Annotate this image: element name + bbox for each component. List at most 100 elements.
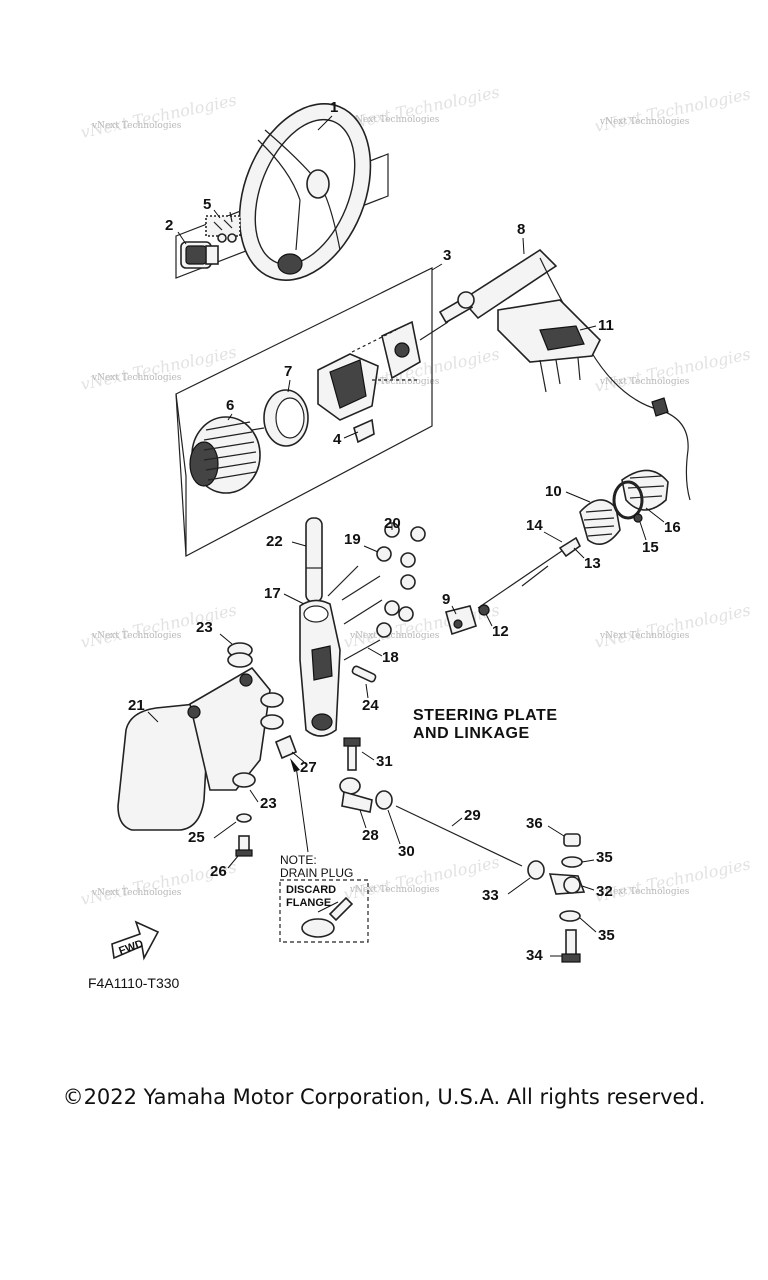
svg-text:vNext Technologies: vNext Technologies (342, 600, 501, 652)
note-heading: NOTE: (280, 853, 317, 867)
watermark: vNext Technologies (599, 887, 690, 897)
helm-cover-ring (251, 389, 309, 447)
callout: 31 (376, 753, 393, 770)
callout: 4 (333, 431, 342, 448)
push-pull-cable (477, 536, 582, 609)
callout: 23 (196, 619, 213, 636)
steering-arm (299, 599, 341, 737)
callout: 7 (284, 363, 292, 380)
helm-gear (189, 416, 261, 494)
rod-end-bolt (561, 929, 581, 963)
svg-text:vNext Technologies: vNext Technologies (593, 600, 752, 652)
callout: 16 (664, 519, 681, 536)
callout: 1 (330, 99, 338, 116)
watermark: vNext Technologies (91, 631, 182, 641)
callout: 20 (384, 515, 401, 532)
callout: 26 (210, 863, 227, 880)
callout: 9 (442, 591, 450, 608)
callout: 35 (598, 927, 615, 944)
watermark: vNext Technologies (349, 885, 440, 895)
note-label-discard: DISCARD (286, 884, 336, 896)
callout: 10 (545, 483, 562, 500)
callouts: 1 2 3 4 5 6 7 8 9 10 11 12 13 14 15 16 1… (128, 99, 681, 964)
watermark: vNext Technologies (349, 631, 440, 641)
linkage-rod (395, 805, 523, 867)
cable-mount-bracket (497, 299, 601, 393)
watermark: vNext Technologies (91, 373, 182, 383)
boot-clamp (612, 480, 644, 523)
callout: 15 (642, 539, 659, 556)
cable-boot (579, 469, 669, 546)
callout: 33 (482, 887, 499, 904)
forward-arrow-icon: FWD (111, 920, 160, 961)
callout: 5 (203, 196, 211, 213)
rod-nut (527, 860, 545, 880)
plate-bolt (235, 835, 253, 857)
steering-plate (117, 666, 271, 831)
cable-nut (478, 604, 490, 616)
callout: 36 (526, 815, 543, 832)
drain-plug-clip (274, 734, 298, 760)
callout: 21 (128, 697, 145, 714)
callout: 3 (443, 247, 451, 264)
svg-text:vNext Technologies: vNext Technologies (593, 84, 752, 136)
callout: 28 (362, 827, 379, 844)
pivot-bolt (351, 665, 377, 683)
drain-plug-note: NOTE: DRAIN PLUG DISCARD FLANGE (279, 758, 369, 943)
callout: 29 (464, 807, 481, 824)
callout: 18 (382, 649, 399, 666)
callout: 13 (584, 555, 601, 572)
watermark: vNext Technologies (349, 115, 440, 125)
watermark: vNext Technologies (91, 888, 182, 898)
callout: 14 (526, 517, 543, 534)
note-label-flange: FLANGE (286, 897, 331, 909)
callout: 34 (526, 947, 543, 964)
steering-shaft (305, 517, 323, 603)
helm-bracket (353, 418, 375, 444)
svg-text:vNext Technologies: vNext Technologies (342, 852, 501, 904)
plate-collar (227, 642, 284, 788)
helm-group-frame (175, 267, 433, 557)
svg-text:vNext Technologies: vNext Technologies (593, 854, 752, 906)
watermark: vNext Technologies (599, 117, 690, 127)
callout: 12 (492, 623, 509, 640)
watermark: vNext Technologies (91, 121, 182, 131)
callout: 23 (260, 795, 277, 812)
svg-text:vNext Technologies: vNext Technologies (79, 600, 238, 652)
note-subject: DRAIN PLUG (280, 866, 353, 880)
callout: 6 (226, 397, 234, 414)
svg-text:vNext Technologies: vNext Technologies (79, 342, 238, 394)
watermark: vNext Technologies (599, 377, 690, 387)
callout: 17 (264, 585, 281, 602)
callout: 2 (165, 217, 173, 234)
rod-end (548, 873, 586, 895)
svg-text:vNext Technologies: vNext Technologies (593, 344, 752, 396)
diagram-title-line1: STEERING PLATE (413, 707, 558, 724)
callout: 8 (517, 221, 525, 238)
callout: 19 (344, 531, 361, 548)
callout: 32 (596, 883, 613, 900)
callout: 24 (362, 697, 379, 714)
rod-end-locknut (563, 833, 581, 847)
joint-nut (375, 790, 393, 810)
callout: 22 (266, 533, 283, 550)
svg-text:vNext Technologies: vNext Technologies (342, 82, 501, 134)
watermark: vNext Technologies (349, 377, 440, 387)
wheel-nut (180, 241, 219, 269)
callout: 25 (188, 829, 205, 846)
steering-wheel (238, 102, 372, 282)
joint-bolt (343, 737, 361, 771)
copyright-notice: ©2022 Yamaha Motor Corporation, U.S.A. A… (62, 1085, 706, 1109)
wheel-hardware-kit (205, 211, 241, 243)
washer-nuts (376, 522, 426, 638)
link-joint (339, 777, 373, 813)
svg-text:vNext Technologies: vNext Technologies (79, 90, 238, 142)
plate-washer (236, 813, 252, 823)
watermark: vNext Technologies (599, 631, 690, 641)
threaded-studs (327, 565, 383, 661)
helm-unit (317, 320, 449, 421)
callout: 11 (598, 317, 614, 334)
callout: 35 (596, 849, 613, 866)
callout: 30 (398, 843, 415, 860)
